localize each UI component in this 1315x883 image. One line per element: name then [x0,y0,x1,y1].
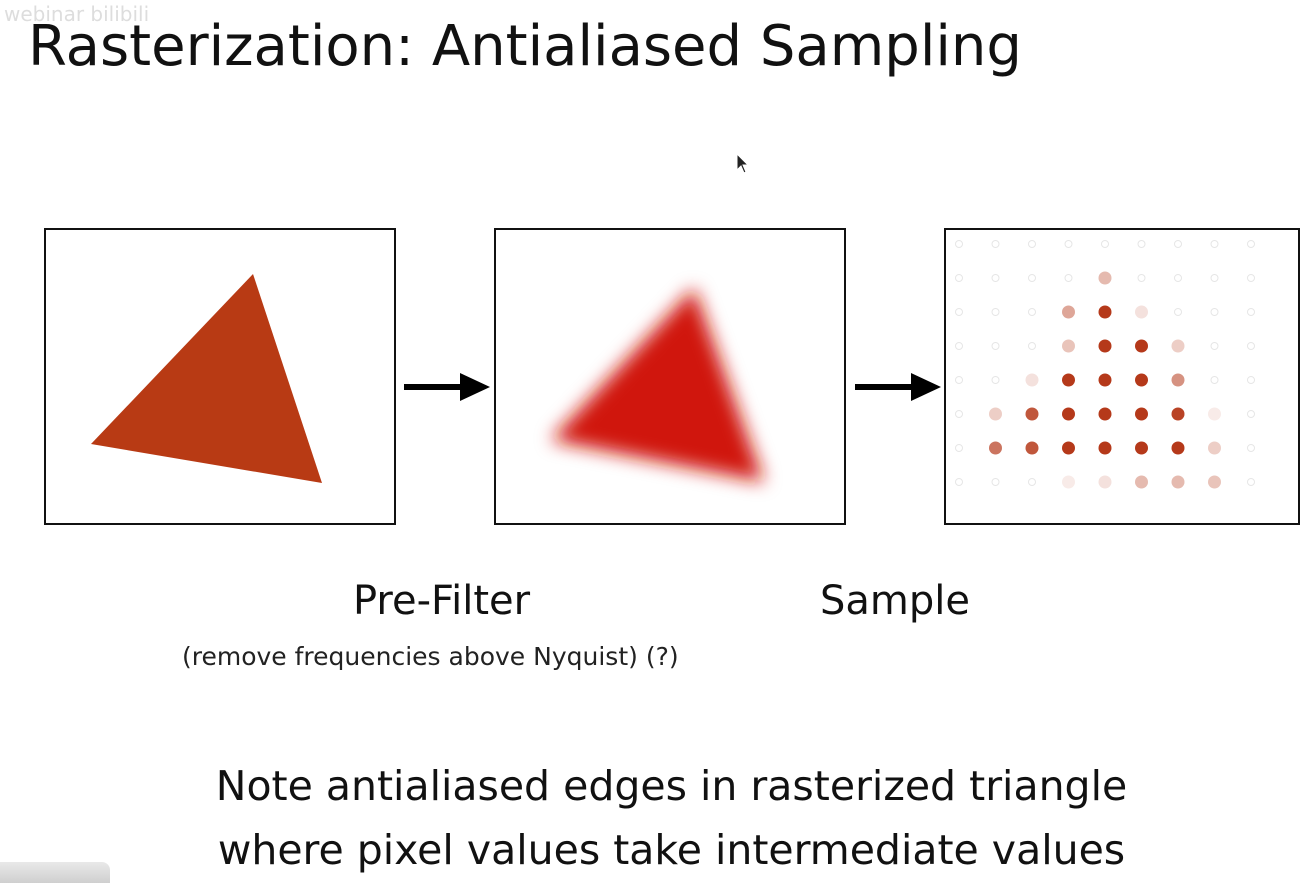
sample-dot [1098,271,1112,285]
sample-dot [1062,475,1075,489]
watermark: webinar bilibili [4,2,150,26]
sample-dot [991,240,1000,248]
sample-dot [955,240,963,248]
sample-dot [1171,475,1185,489]
sample-dot [1210,240,1219,248]
sampled-pixels-panel [944,228,1300,525]
sample-dot [955,410,963,418]
note-line-1: Note antialiased edges in rasterized tri… [215,762,1128,810]
sample-dot [991,376,1000,384]
sample-dot [1064,274,1073,282]
sample-dot [955,342,963,350]
sample-dot [955,376,963,384]
sample-dot [989,407,1002,421]
sample-dot [1028,478,1036,486]
sample-dot [1101,240,1109,248]
sample-dot [955,478,963,486]
sample-dot [1135,305,1148,319]
sample-dot [1137,274,1146,282]
sample-dot [1098,441,1112,455]
sample-dot [1025,441,1039,455]
sample-dot [1025,373,1039,387]
sample-label: Sample [820,578,970,624]
original-triangle-canvas [91,274,322,483]
prefilter-note: (remove frequencies above Nyquist) (?) [182,642,679,671]
sample-dot [1064,240,1073,248]
right-arrow-icon [402,362,492,416]
sample-dot [1247,240,1255,248]
sample-dot [955,274,963,282]
sample-dot [1135,339,1148,353]
original-triangle-panel [44,228,396,525]
sample-dot [1098,475,1112,489]
blurred-triangle [551,288,764,482]
sample-dot [1247,274,1255,282]
prefilter-label: Pre-Filter [353,578,531,624]
sample-dot [991,308,1000,316]
sample-dot [1210,308,1219,316]
sample-dot [1135,475,1148,489]
prefiltered-triangle-panel [494,228,846,525]
sample-dot [1135,373,1148,387]
sample-dot [1062,339,1075,353]
sample-dot [1028,240,1036,248]
sample-dot [955,444,963,452]
sample-dot [1025,407,1039,421]
sample-grid [955,240,1255,489]
corner-overlay [0,862,110,883]
sample-dot [1062,407,1075,421]
sample-dot [1174,240,1182,248]
sample-dot [1135,407,1148,421]
sample-dot [1208,407,1221,421]
sample-dot [1210,376,1219,384]
sample-dot [1171,339,1185,353]
slide-title: Rasterization: Antialiased Sampling [28,14,1022,79]
sample-dot [989,441,1002,455]
sample-dot [1171,441,1185,455]
sample-dot [991,478,1000,486]
sample-dot [1174,274,1182,282]
sample-dot [1098,407,1112,421]
sample-dot [1028,342,1036,350]
sample-dot [955,308,963,316]
sample-dot [1028,308,1036,316]
prefiltered-triangle-canvas [551,288,764,482]
sample-dot [1247,410,1255,418]
sample-dot [1208,441,1221,455]
sample-dot [1137,240,1146,248]
sample-dot [1247,342,1255,350]
original-triangle [91,274,322,483]
sample-dot [991,342,1000,350]
sample-dot [1171,373,1185,387]
sample-dot [1062,373,1075,387]
sample-dot [1247,444,1255,452]
sample-dot [1247,478,1255,486]
sample-dot [1210,274,1219,282]
sample-dot [1098,339,1112,353]
sample-dot [1098,305,1112,319]
sample-dot [1062,441,1075,455]
sample-dot [1247,308,1255,316]
sample-dot [1174,308,1182,316]
sample-dot [1247,376,1255,384]
sample-dot [1028,274,1036,282]
sample-dot [1135,441,1148,455]
right-arrow-icon [853,362,943,416]
sample-dot [991,274,1000,282]
sample-dot [1062,305,1075,319]
sample-dot [1098,373,1112,387]
mouse-pointer-icon [736,152,750,179]
sample-dot [1210,342,1219,350]
note-line-2: where pixel values take intermediate val… [217,826,1126,874]
sample-dot [1208,475,1221,489]
sample-dot [1171,407,1185,421]
